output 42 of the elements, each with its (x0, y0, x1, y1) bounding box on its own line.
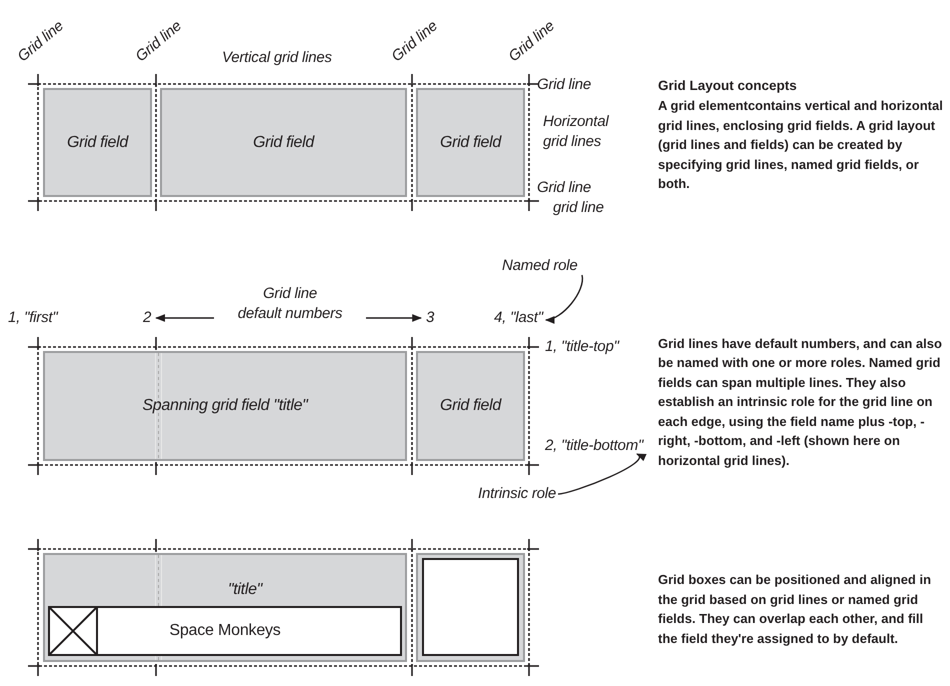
section-heading: Grid Layout concepts (658, 77, 798, 95)
grid-field (160, 88, 407, 197)
arrow (544, 274, 584, 323)
annotation-text: Named role (502, 256, 592, 276)
grid-line-label: Grid line (505, 17, 558, 66)
field-label: Grid field (440, 134, 502, 152)
image-placeholder (48, 606, 98, 656)
annotation-text: Grid line grid line (537, 178, 605, 218)
annotation-text: 2, "title-bottom" (545, 436, 645, 456)
annotation-text: Intrinsic role (478, 484, 556, 504)
field-label: Grid field (66, 134, 128, 152)
grid-line-label: Grid line (388, 17, 442, 66)
annotation-text: Horizontal grid lines (543, 112, 610, 152)
annotation-text: 1, "title-top" (545, 337, 620, 357)
annotation-text: 2 (143, 308, 152, 328)
grid-field (43, 553, 407, 662)
arrow (366, 314, 422, 322)
grid-line-label: Grid line (14, 17, 68, 66)
grid-box (422, 558, 519, 656)
grid-field (416, 351, 525, 461)
grid-field (43, 351, 407, 461)
annotation-text: 3 (426, 308, 434, 328)
annotation-text: Vertical grid lines (222, 48, 332, 68)
annotation-text: 4, "last" (494, 308, 543, 328)
grid-field (416, 553, 525, 662)
arrow (155, 314, 214, 322)
grid-field (43, 88, 152, 197)
annotation-text: Grid line default numbers (220, 284, 360, 324)
box-label: Space Monkeys (169, 622, 281, 640)
arrow (558, 453, 646, 495)
field-label: Spanning grid field "title" (142, 397, 308, 415)
description-text: A grid elementcontains vertical and horizontal grid lines, enclosing grid fields. A grid layout (grid lines and fields) can be created by specifying grid lines, named grid fields, or both. (658, 97, 944, 193)
description-text: Grid lines have default numbers, and can also be named with one or more roles. Named grid fields can span multiple lines. They also establish an intrinsic role for the grid line on each edge, using the field name plus -top, -right, -bottom, and -left (shown here on horizontal grid lines). (658, 334, 943, 470)
grid-line-label: Grid line (132, 17, 186, 66)
field-label: "title" (228, 581, 262, 599)
grid-box (48, 606, 402, 656)
field-label: Grid field (440, 397, 502, 415)
description-text: Grid boxes can be positioned and aligned in the grid based on grid lines or named grid fields. They can overlap each other, and fill the field they're assigned to by default. (658, 571, 932, 648)
field-label: Grid field (252, 134, 314, 152)
annotation-text: Grid line (537, 75, 592, 95)
annotation-text: 1, "first" (8, 308, 58, 328)
grid-field (416, 88, 525, 197)
